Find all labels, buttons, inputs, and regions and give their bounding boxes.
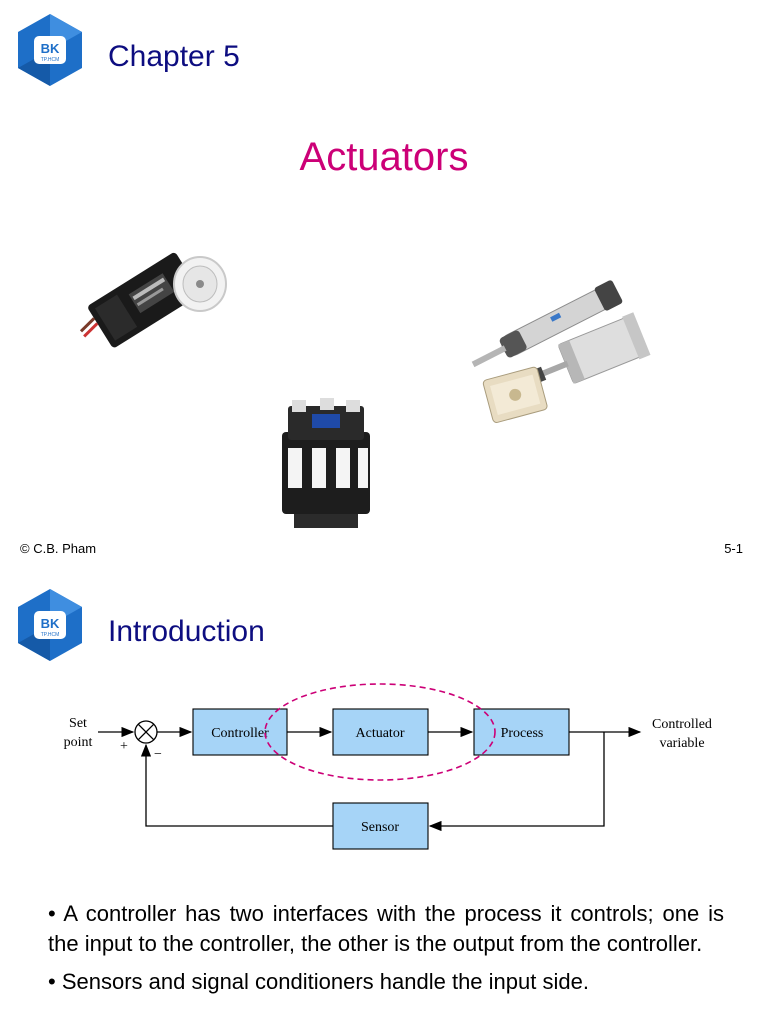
controlled-variable-label-2: variable	[659, 736, 704, 751]
logo-text: BK	[41, 41, 60, 56]
sensor-block	[332, 802, 429, 850]
bullet-item: • A controller has two interfaces with t…	[48, 901, 724, 956]
process-label: Process	[501, 726, 544, 741]
summing-junction	[134, 720, 158, 744]
actuator-label: Actuator	[356, 726, 405, 741]
controller-label: Controller	[211, 726, 269, 741]
chapter-heading: Chapter 5	[108, 40, 240, 73]
logo-text: BK	[41, 616, 60, 631]
servo-motor-photo	[72, 232, 232, 354]
bullet-item: • Sensors and signal conditioners handle…	[48, 969, 589, 994]
set-point-label-1: Set	[69, 716, 87, 731]
page-number: 5-1	[724, 541, 743, 556]
feedback-control-diagram: Set point + − Controller Actuator Proces…	[64, 683, 712, 850]
logo-subtext: TP.HCM	[41, 57, 60, 63]
bk-logo: BK TP.HCM	[18, 14, 82, 86]
contactor-photo	[268, 392, 386, 534]
minus-sign: −	[154, 747, 162, 762]
actuator-block	[332, 708, 429, 756]
pneumatic-cylinders-photo	[460, 268, 665, 430]
logo-subtext: TP.HCM	[41, 632, 60, 638]
copyright-footer: © C.B. Pham	[20, 541, 97, 556]
bullet-list: • A controller has two interfaces with t…	[48, 899, 724, 1005]
plus-sign: +	[120, 739, 128, 754]
actuator-highlight-ellipse	[264, 683, 496, 781]
section-heading: Introduction	[108, 615, 265, 648]
slide-1: BK TP.HCM Chapter 5 Actuators	[18, 14, 743, 556]
sensor-label: Sensor	[361, 820, 399, 835]
bk-logo: BK TP.HCM	[18, 589, 82, 661]
process-block	[473, 708, 570, 756]
slide-title: Actuators	[299, 135, 469, 179]
set-point-label-2: point	[64, 735, 93, 750]
controlled-variable-label-1: Controlled	[652, 717, 712, 732]
slide-2: BK TP.HCM Introduction Set point + − Con…	[0, 577, 768, 1024]
